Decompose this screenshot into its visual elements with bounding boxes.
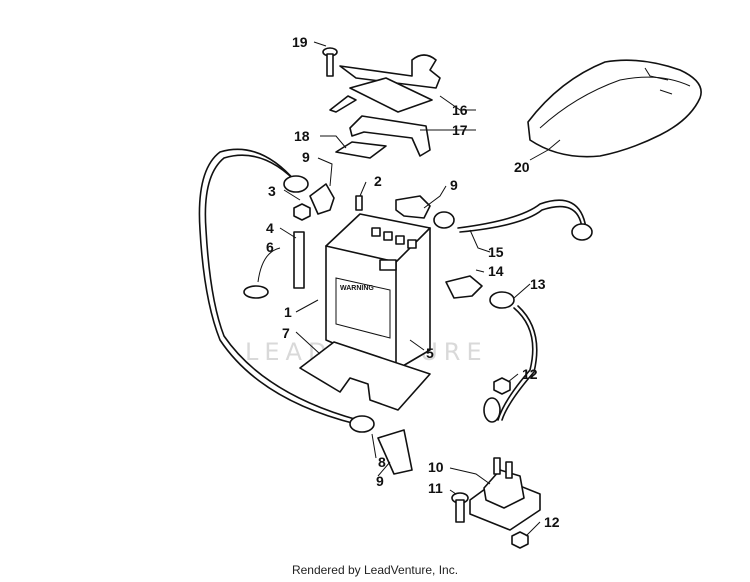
callout-9-top-right: 9 bbox=[450, 177, 458, 193]
mounting-screw bbox=[451, 492, 469, 523]
battery-cover-pad bbox=[527, 59, 702, 158]
callout-1: 1 bbox=[284, 304, 292, 320]
callout-3: 3 bbox=[268, 183, 276, 199]
foam-pad bbox=[335, 141, 387, 159]
callout-8: 8 bbox=[378, 454, 386, 470]
callout-12-upper: 12 bbox=[522, 366, 538, 382]
positive-cable bbox=[433, 199, 593, 241]
footer-credit: Rendered by LeadVenture, Inc. bbox=[291, 563, 459, 577]
callout-2: 2 bbox=[374, 173, 382, 189]
callout-20: 20 bbox=[514, 159, 530, 175]
callout-18: 18 bbox=[294, 128, 310, 144]
battery: WARNING bbox=[325, 213, 431, 371]
vent-tube bbox=[293, 231, 305, 289]
callout-16: 16 bbox=[452, 102, 468, 118]
callout-4: 4 bbox=[266, 220, 274, 236]
callout-7: 7 bbox=[282, 325, 290, 341]
solenoid-nut-lower bbox=[511, 531, 529, 549]
bracket-strap bbox=[349, 115, 431, 157]
terminal-boot-3 bbox=[377, 429, 413, 475]
callout-9-bottom: 9 bbox=[376, 473, 384, 489]
solenoid-cable bbox=[483, 291, 538, 423]
callout-10: 10 bbox=[428, 459, 444, 475]
tube-clip bbox=[243, 285, 269, 299]
callout-9-top-left: 9 bbox=[302, 149, 310, 165]
starter-solenoid bbox=[469, 457, 541, 531]
callout-15: 15 bbox=[488, 244, 504, 260]
battery-warning-label: WARNING bbox=[340, 285, 374, 292]
terminal-nut bbox=[293, 203, 311, 221]
leader-lines bbox=[257, 41, 561, 537]
hold-down-bracket bbox=[329, 54, 441, 113]
callout-12-lower: 12 bbox=[544, 514, 560, 530]
solenoid-nut bbox=[493, 377, 511, 395]
callout-17: 17 bbox=[452, 122, 468, 138]
callout-19: 19 bbox=[292, 34, 308, 50]
terminal-boot bbox=[309, 183, 335, 215]
callout-14: 14 bbox=[488, 263, 504, 279]
negative-cable bbox=[198, 148, 375, 433]
callout-11: 11 bbox=[428, 480, 443, 496]
callout-5: 5 bbox=[426, 345, 434, 361]
vent-fitting bbox=[355, 195, 363, 211]
boot-14 bbox=[445, 275, 483, 299]
terminal-boot-2 bbox=[395, 195, 431, 219]
callout-13: 13 bbox=[530, 276, 546, 292]
callout-6: 6 bbox=[266, 239, 274, 255]
bolt bbox=[322, 47, 338, 77]
battery-mat bbox=[299, 341, 431, 411]
